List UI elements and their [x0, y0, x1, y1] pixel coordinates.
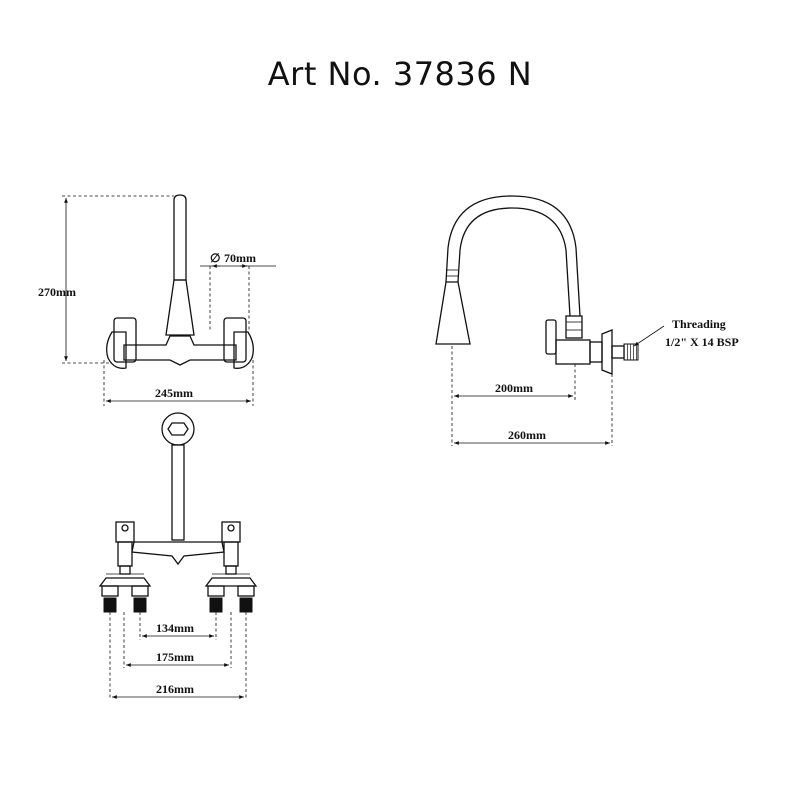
rear-pipe [171, 444, 185, 541]
front-spout-cone [165, 279, 195, 336]
rear-outlet-hex [167, 422, 189, 436]
diameter-symbol: ∅ [210, 251, 220, 265]
front-body [123, 335, 237, 366]
side-lever [545, 319, 557, 355]
side-body [555, 339, 591, 365]
side-thread [623, 343, 639, 361]
rear-right-valve [204, 521, 258, 613]
threading-leader [633, 325, 665, 347]
dim-245-label: 245mm [155, 386, 193, 400]
rear-left-valve [98, 521, 152, 613]
dim-70-label: 70mm [224, 251, 256, 265]
dim-216-label: 216mm [156, 682, 194, 696]
front-right-escutcheon [233, 331, 254, 369]
side-swivel-collar [565, 315, 583, 339]
side-wall-plate [601, 329, 613, 375]
dim-260-label: 260mm [508, 428, 546, 442]
side-spray-head [435, 281, 471, 345]
side-view: Threading 1/2" X 14 BSP 200mm 260mm [435, 195, 739, 446]
side-gooseneck-outer [445, 195, 581, 317]
rear-outlet-outer [161, 412, 195, 446]
dim-134-label: 134mm [156, 621, 194, 635]
dim-175-label: 175mm [156, 650, 194, 664]
side-inlet-stub [611, 345, 625, 359]
front-right-handle [223, 317, 247, 363]
front-view: 270mm 245mm ∅ 70mm [38, 194, 276, 406]
threading-title: Threading [672, 317, 726, 331]
front-left-handle [113, 317, 137, 363]
side-gooseneck-inner [457, 207, 571, 317]
page-title: Art No. 37836 N [267, 55, 533, 93]
front-spout-tube [173, 194, 187, 281]
side-nut [589, 341, 603, 363]
rear-view: 134mm 175mm 216mm [98, 412, 258, 700]
dim-270-label: 270mm [38, 285, 76, 299]
rear-body [131, 541, 225, 566]
front-left-escutcheon [106, 331, 127, 369]
dim-200-label: 200mm [495, 381, 533, 395]
threading-spec: 1/2" X 14 BSP [665, 335, 739, 349]
